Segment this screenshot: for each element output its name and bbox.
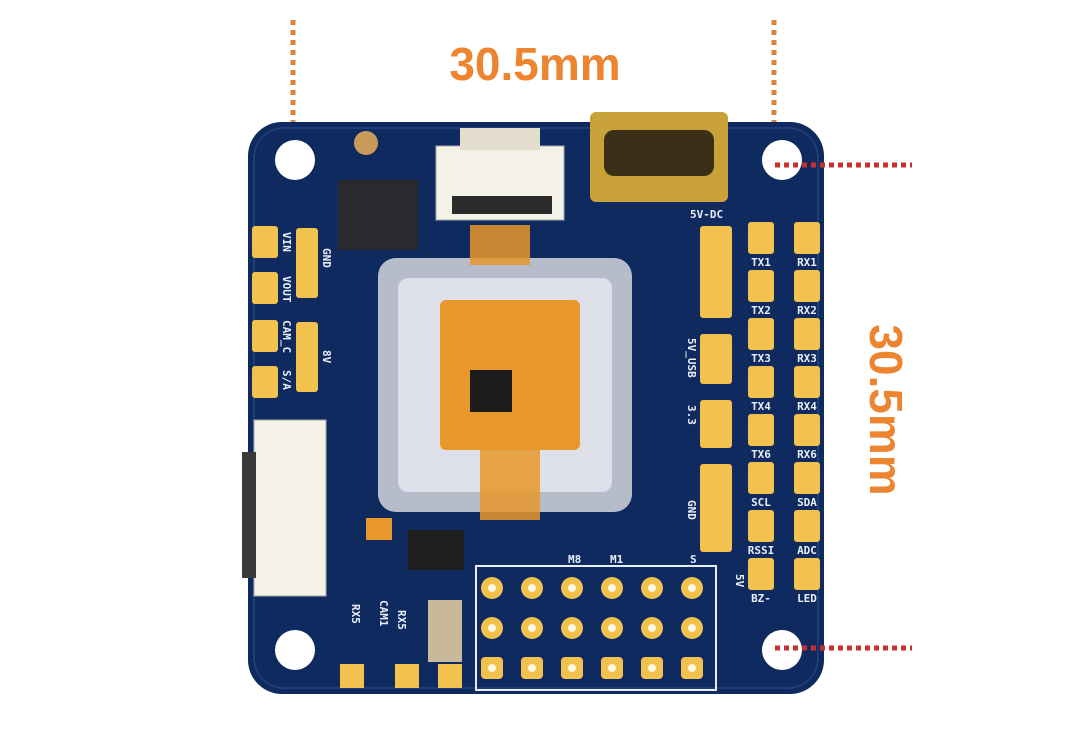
tx-pad [748, 558, 774, 590]
side-connector [253, 419, 327, 597]
tx-pad [748, 510, 774, 542]
rx-pad [794, 222, 820, 254]
silk-8v: 8V [320, 350, 333, 364]
rx-label: RX3 [797, 352, 817, 365]
imu-chip [338, 180, 418, 250]
tx-label: TX1 [751, 256, 771, 269]
silk-rx5-left: RX5 [349, 604, 362, 624]
tx-pad [748, 414, 774, 446]
rx-label: RX1 [797, 256, 817, 269]
width-dimension-label: 30.5mm [449, 38, 620, 90]
rx-label: RX6 [797, 448, 817, 461]
motor-header-pads [481, 577, 703, 679]
rx-pad [794, 462, 820, 494]
tx-pad [748, 270, 774, 302]
rx-label: LED [797, 592, 817, 605]
rx-pad [794, 318, 820, 350]
silk-5v-dc: 5V-DC [690, 208, 723, 221]
rx-label: RX2 [797, 304, 817, 317]
silk-gnd-right: GND [685, 500, 698, 520]
rx-label: ADC [797, 544, 817, 557]
power-pads [700, 226, 732, 552]
tx-pad [748, 318, 774, 350]
tx-label: TX3 [751, 352, 771, 365]
tx-label: TX6 [751, 448, 771, 461]
height-dimension-label: 30.5mm [860, 324, 912, 495]
silk-cam-c: CAM_C [280, 320, 293, 353]
rx-pad [794, 414, 820, 446]
tx-label: RSSI [748, 544, 775, 557]
silk-5v: 5V [733, 574, 746, 588]
silk-m1: M1 [610, 553, 624, 566]
rx-pad [794, 558, 820, 590]
silk-rx5-right: RX5 [395, 610, 408, 630]
silk-m8: M8 [568, 553, 581, 566]
motor-header-outline [475, 565, 717, 691]
tx-label: TX2 [751, 304, 771, 317]
rx-pad [794, 270, 820, 302]
tx-label: BZ- [751, 592, 771, 605]
rx-label: SDA [797, 496, 817, 509]
rx-pad [794, 366, 820, 398]
rx-pad [794, 510, 820, 542]
silk-3v3: 3.3 [685, 405, 698, 425]
tx-pad [748, 222, 774, 254]
rx-label: RX4 [797, 400, 817, 413]
mounting-holes [275, 140, 802, 670]
tx-pad [748, 462, 774, 494]
silk-s: S [690, 553, 697, 566]
silk-vin: VIN [280, 232, 293, 252]
tx-label: SCL [751, 496, 771, 509]
tx-label: TX4 [751, 400, 771, 413]
silk-gnd-left: GND [320, 248, 333, 268]
left-pads [252, 226, 318, 398]
silk-cam1: CAM1 [377, 600, 390, 627]
silk-vout: VOUT [280, 276, 293, 303]
tx-pad [748, 366, 774, 398]
silk-sa: S/A [280, 370, 293, 390]
silk-5v-usb: 5V_USB [685, 338, 698, 378]
